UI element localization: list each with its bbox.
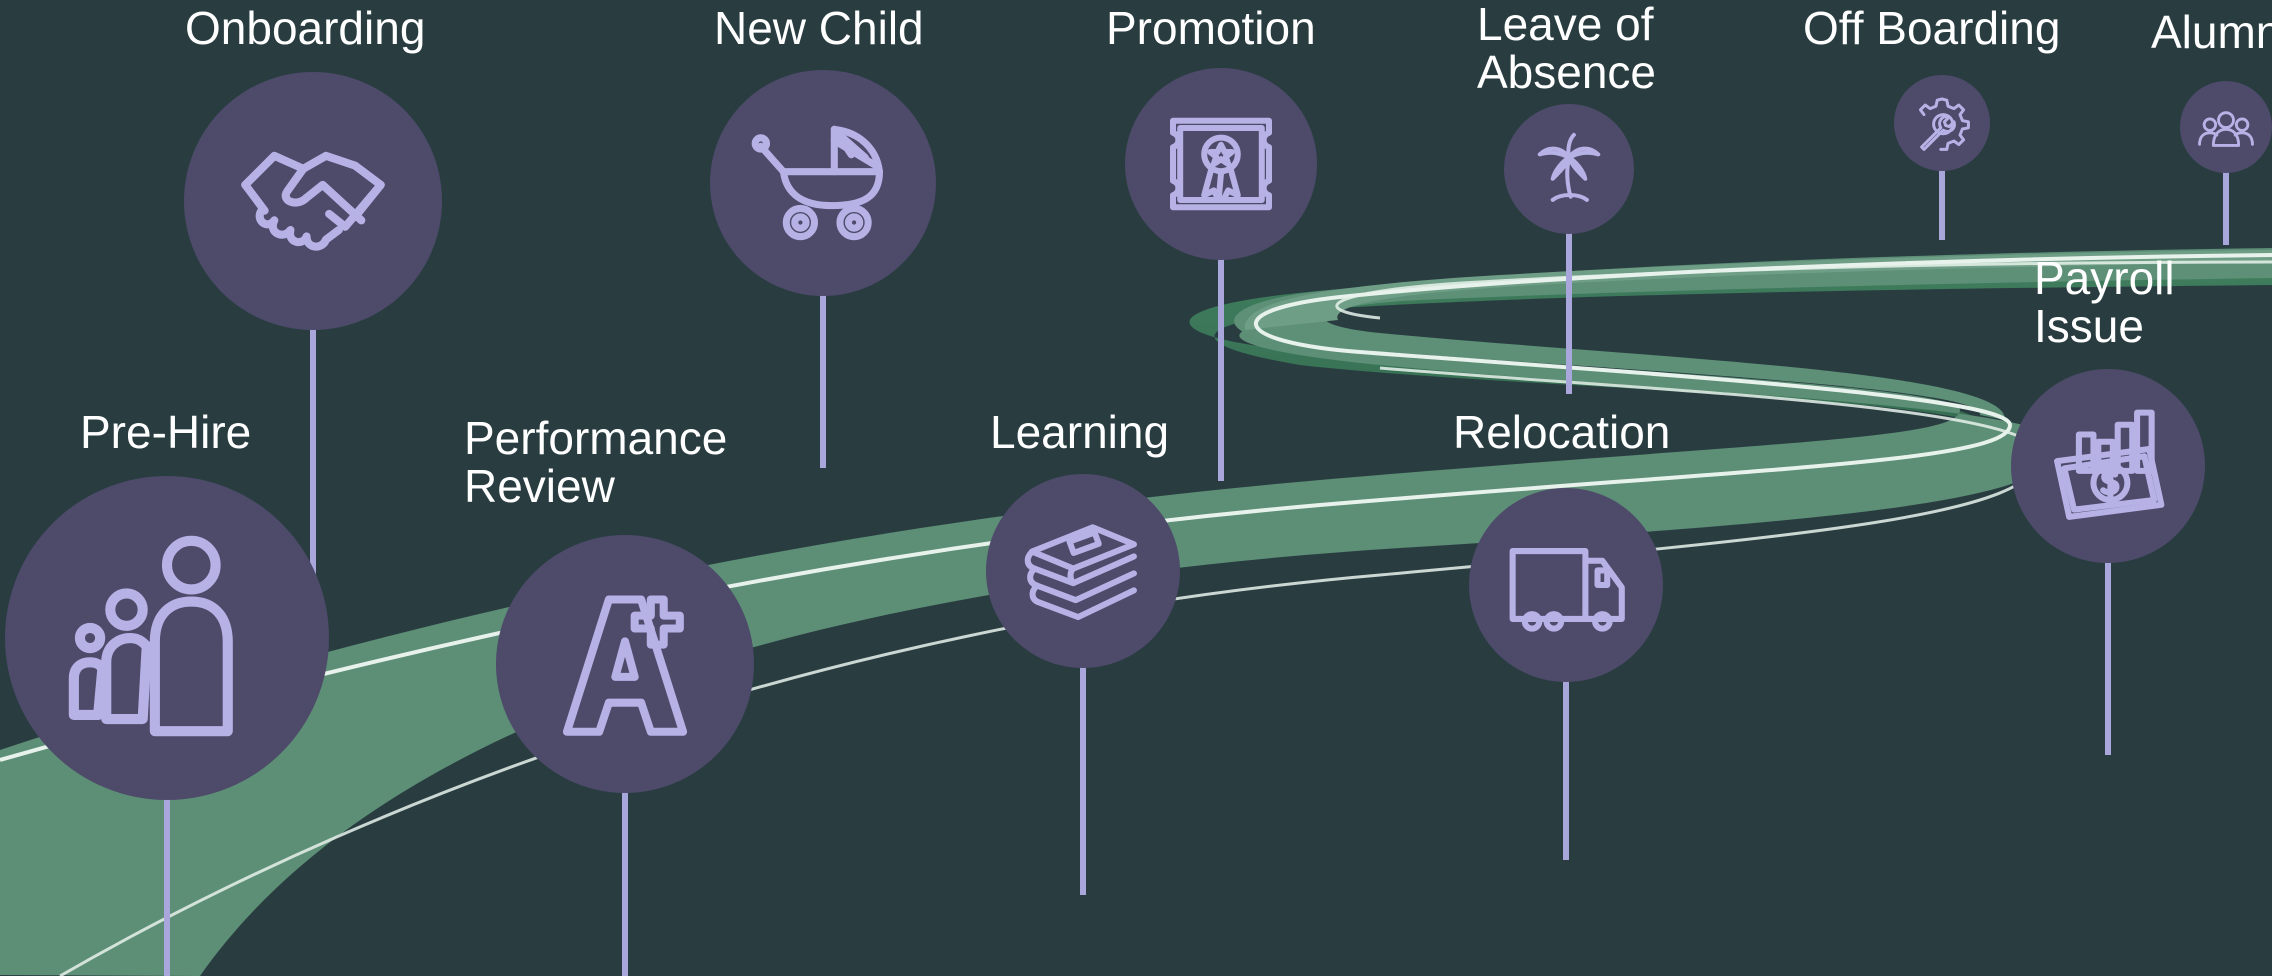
node-new-child — [710, 70, 936, 296]
road-lane-line-3 — [1335, 260, 2272, 320]
node-alumni — [2180, 81, 2272, 173]
node-circle — [1469, 488, 1663, 682]
node-pre-hire — [5, 476, 329, 800]
node-circle — [1894, 75, 1990, 171]
road-surface — [0, 320, 2060, 976]
label-new-child: New Child — [714, 2, 924, 54]
family-people-icon — [68, 535, 233, 737]
node-performance-review — [496, 535, 754, 793]
node-circle — [184, 72, 442, 330]
label-onboarding: Onboarding — [185, 2, 426, 54]
label-promotion: Promotion — [1106, 2, 1316, 54]
road-lane-line — [0, 253, 2272, 762]
handshake-icon — [241, 151, 385, 251]
money-chart-icon — [2054, 409, 2165, 520]
a-plus-grade-icon — [562, 595, 688, 736]
label-off-boarding: Off Boarding — [1803, 2, 2061, 54]
node-circle — [5, 476, 329, 800]
node-circle — [986, 474, 1180, 668]
label-pre-hire: Pre-Hire — [80, 406, 252, 458]
book-stack-icon — [1024, 524, 1137, 621]
node-learning — [986, 474, 1180, 668]
label-alumni: Alumni — [2151, 6, 2272, 58]
palm-tree-island-icon — [1537, 132, 1601, 202]
node-circle — [1125, 68, 1317, 260]
node-onboarding — [184, 72, 442, 330]
baby-stroller-icon — [751, 125, 884, 241]
road-lane-line-2 — [59, 366, 2042, 976]
label-relocation: Relocation — [1453, 406, 1671, 458]
certificate-award-icon — [1170, 117, 1273, 211]
label-leave-of-absence: Leave of Absence — [1477, 0, 1657, 98]
label-learning: Learning — [990, 406, 1170, 458]
gear-wrench-icon — [1918, 97, 1970, 151]
node-circle — [710, 70, 936, 296]
road-surface-bend — [1234, 248, 2272, 420]
node-relocation — [1469, 488, 1663, 682]
node-promotion — [1125, 68, 1317, 260]
label-performance-review: Performance Review — [464, 412, 728, 512]
node-circle — [496, 535, 754, 793]
node-payroll-issue — [2011, 369, 2205, 563]
moving-truck-icon — [1509, 548, 1625, 632]
node-leave-of-absence — [1504, 104, 1634, 234]
people-group-icon — [2198, 111, 2254, 147]
label-payroll-issue: Payroll Issue — [2034, 252, 2175, 352]
node-off-boarding — [1894, 75, 1990, 171]
